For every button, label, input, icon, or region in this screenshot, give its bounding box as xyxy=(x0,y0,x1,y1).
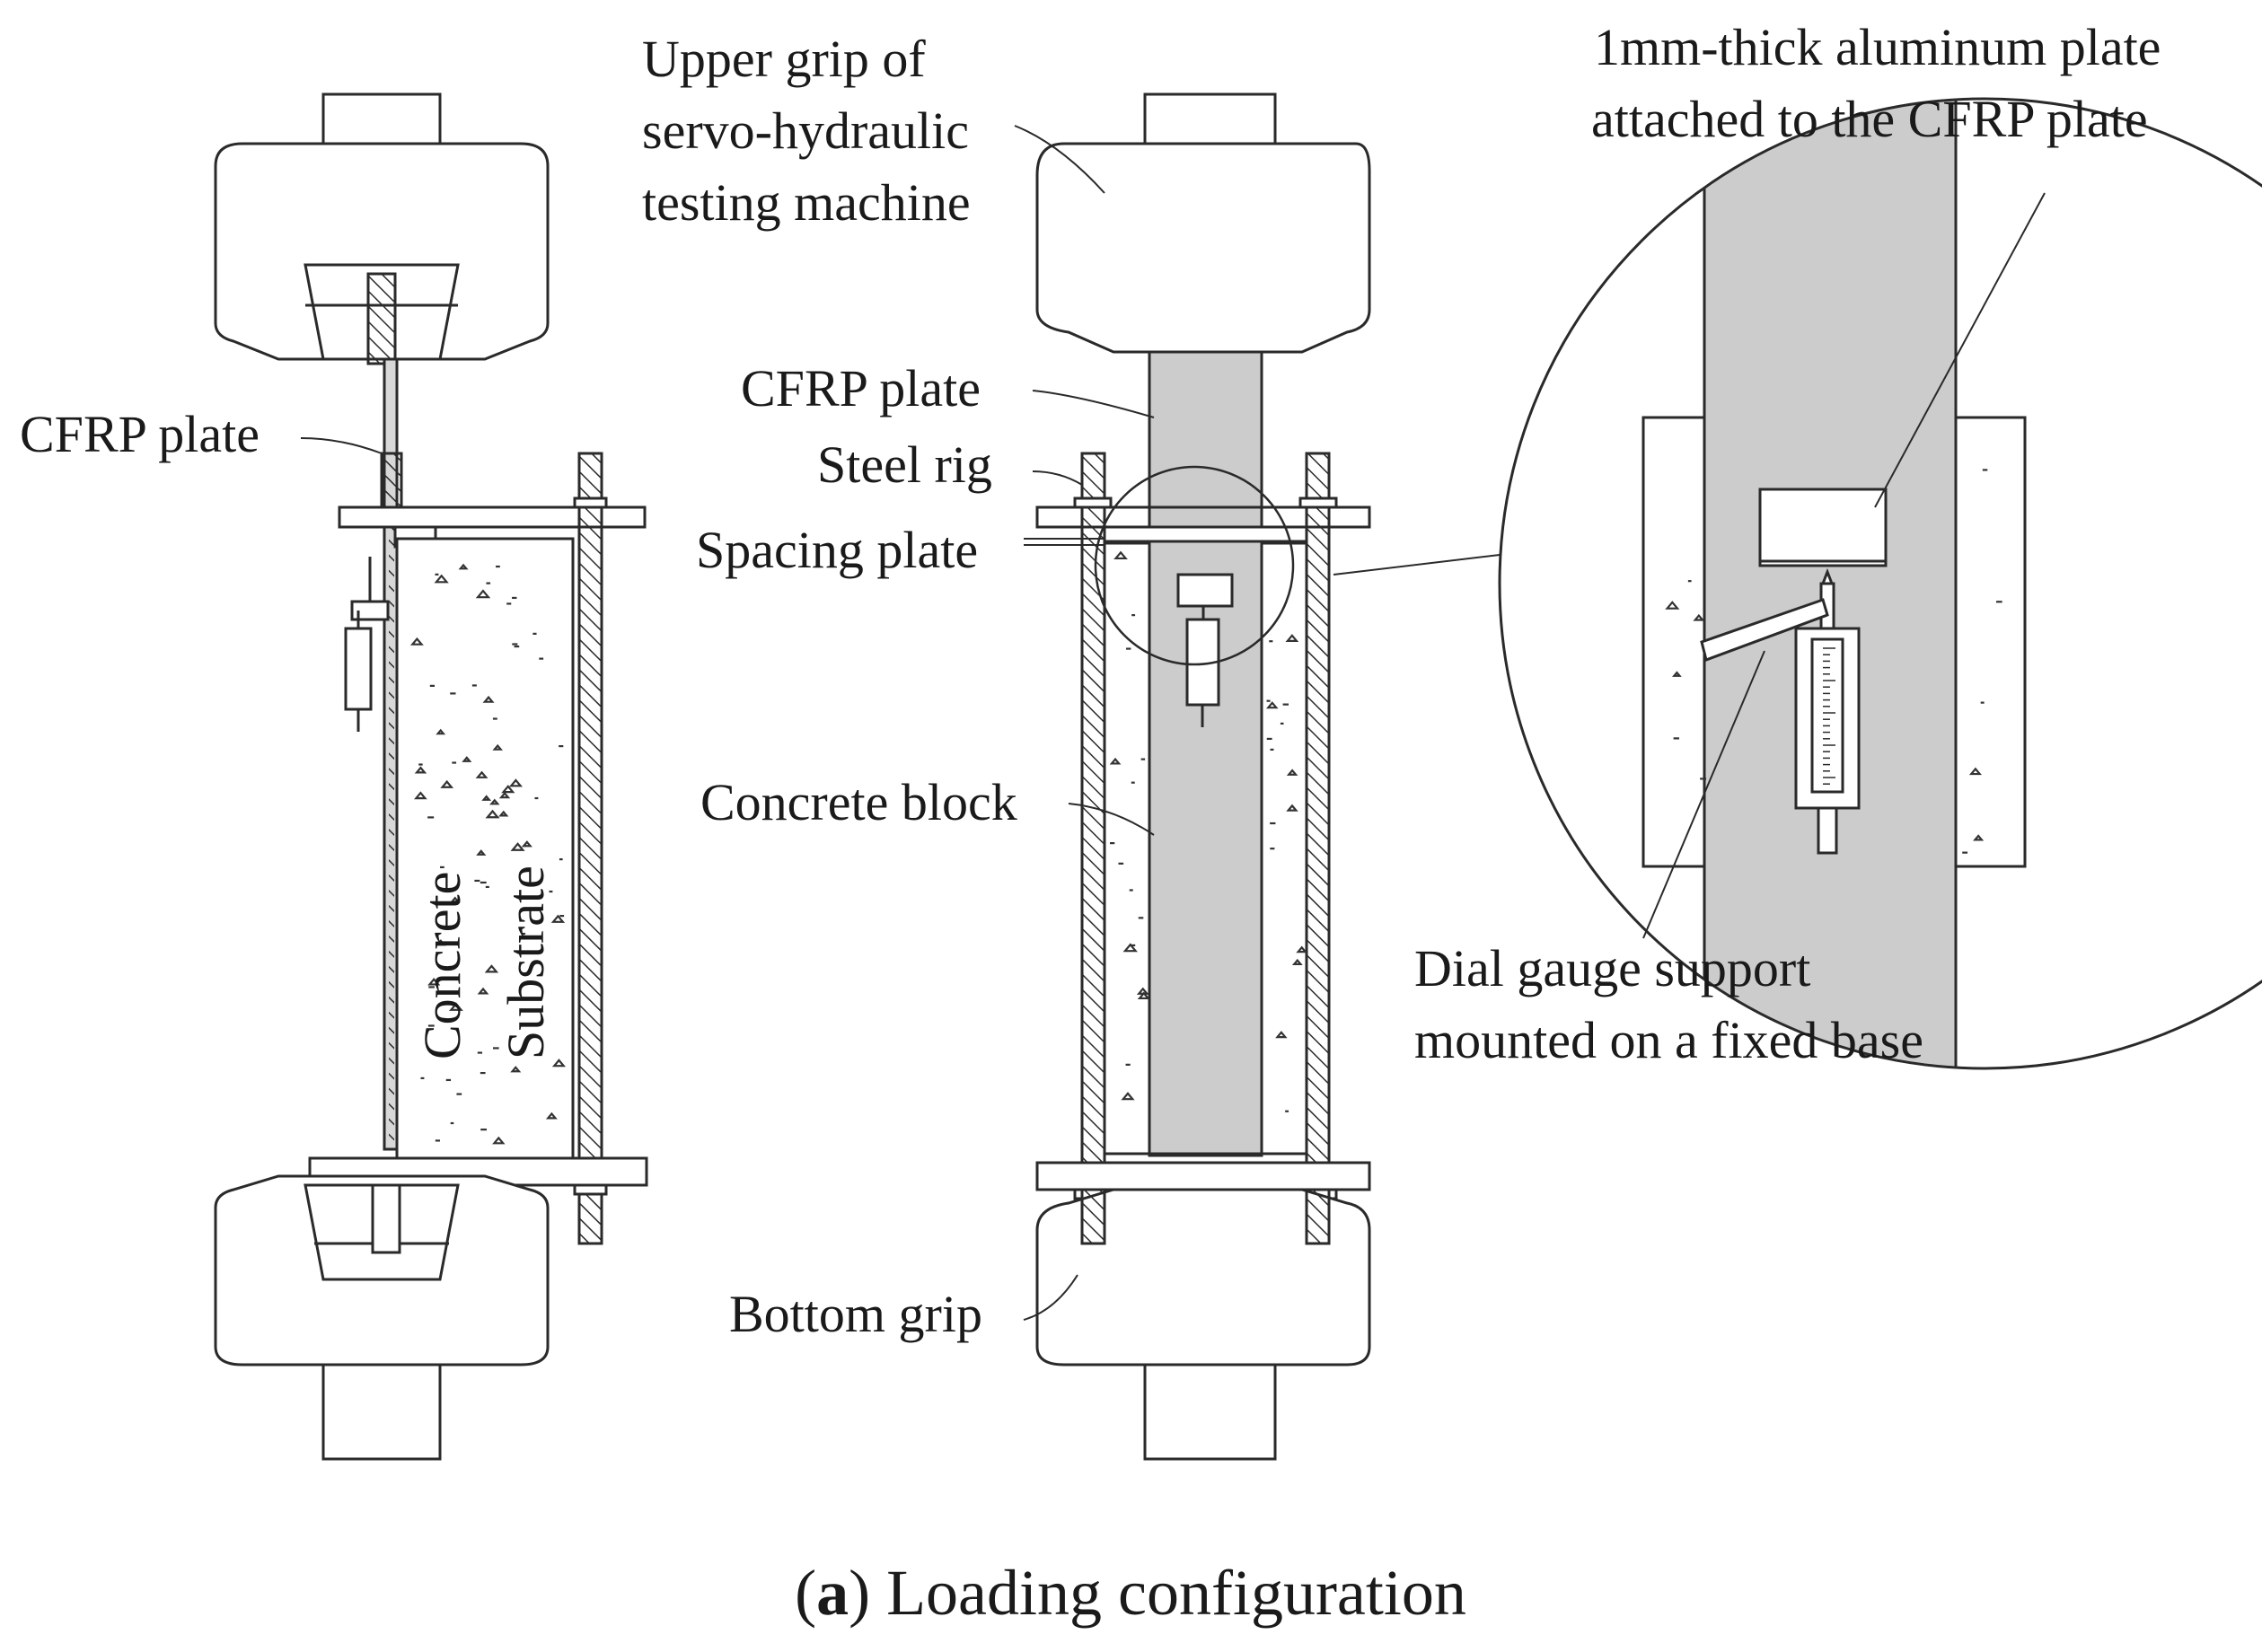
concrete-speckle-41 xyxy=(510,842,525,851)
concrete-speckle-19 xyxy=(551,1059,567,1068)
middle-bottom-grip xyxy=(1035,1188,1371,1461)
concrete-speckle-39 xyxy=(475,770,488,778)
concrete-speckle-9 xyxy=(492,743,504,751)
caption-close-paren: ) xyxy=(849,1557,870,1629)
middle-bottom-steel-plate xyxy=(1035,1161,1371,1191)
concrete-speckle-20 xyxy=(1265,701,1279,709)
concrete-speckle-21 xyxy=(440,779,454,788)
concrete-speckle-13 xyxy=(1122,943,1138,953)
figure-caption: (a) Loading configuration xyxy=(795,1557,1466,1629)
concrete-speckle-25 xyxy=(1296,945,1308,953)
middle-right-threaded-rod xyxy=(1305,452,1331,1245)
middle-concrete-speckles xyxy=(1109,550,1308,1112)
detail-concrete-speckles xyxy=(1665,469,2002,854)
left-dial-gauge xyxy=(344,557,390,732)
label-cfrp-plate-middle: CFRP plate xyxy=(741,359,981,417)
left-upper-grip xyxy=(214,92,550,365)
concrete-speckle-2 xyxy=(498,791,511,799)
concrete-speckle-26 xyxy=(409,637,424,646)
caption-text: Loading configuration xyxy=(870,1557,1466,1629)
concrete-speckle-1 xyxy=(1672,671,1682,677)
left-side-view: Concrete Substrate CFRP plate xyxy=(20,92,648,1461)
left-concrete-substrate xyxy=(395,537,575,1160)
concrete-speckle-46 xyxy=(508,778,524,787)
concrete-speckle-34 xyxy=(481,795,492,801)
concrete-speckle-44 xyxy=(492,1136,506,1145)
label-cfrp-plate-left: CFRP plate xyxy=(20,405,260,463)
label-upper-grip-line3: testing machine xyxy=(642,173,971,232)
concrete-speckle-10 xyxy=(462,756,472,762)
concrete-speckle-43 xyxy=(484,964,499,973)
concrete-speckle-15 xyxy=(1137,991,1150,1000)
middle-cfrp-plate xyxy=(1148,350,1263,1157)
substrate-label-substrate: Substrate xyxy=(497,866,555,1059)
concrete-speckle-29 xyxy=(1291,958,1303,966)
detail-circle-outline xyxy=(1498,97,2262,1070)
concrete-speckle-47 xyxy=(485,809,500,819)
concrete-speckle-17 xyxy=(1286,769,1298,776)
label-spacing-plate: Spacing plate xyxy=(696,521,978,579)
concrete-speckle-5 xyxy=(434,574,449,584)
concrete-speckle-56 xyxy=(482,695,495,703)
detail-support-arm xyxy=(1700,598,1829,662)
concrete-speckle-24 xyxy=(1275,1031,1288,1039)
concrete-speckle-35 xyxy=(477,987,489,995)
left-threaded-rod xyxy=(577,452,603,1245)
concrete-speckle-27 xyxy=(1286,804,1298,812)
caption-open-paren: ( xyxy=(795,1557,816,1629)
label-upper-grip-line2: servo-hydraulic xyxy=(642,101,969,160)
concrete-speckle-63 xyxy=(545,1112,558,1120)
concrete-speckle-68 xyxy=(450,896,461,903)
right-detail-view: 1mm-thick aluminum plate attached to the… xyxy=(1333,18,2262,1070)
concrete-speckle-5 xyxy=(1693,613,1705,621)
label-dial-line1: Dial gauge support xyxy=(1414,939,1810,997)
label-upper-grip-line1: Upper grip of xyxy=(642,30,926,88)
concrete-speckle-27 xyxy=(510,1066,522,1073)
concrete-speckle-10 xyxy=(1973,834,1985,841)
concrete-speckle-40 xyxy=(489,798,500,805)
middle-front-view: Upper grip of servo-hydraulic testing ma… xyxy=(642,30,1371,1461)
label-dial-line2: mounted on a fixed base xyxy=(1414,1011,1923,1069)
concrete-speckle-65 xyxy=(427,977,441,986)
detail-concrete-right xyxy=(1951,416,2027,868)
concrete-speckle-6 xyxy=(1968,767,1982,776)
concrete-speckle-12 xyxy=(501,785,515,794)
concrete-speckle-62 xyxy=(521,840,532,848)
middle-concrete-block-left xyxy=(1103,541,1151,1156)
dial-gauge-scale xyxy=(1823,647,1835,785)
concrete-speckle-57 xyxy=(458,563,469,570)
left-top-steel-plate xyxy=(338,505,647,529)
middle-upper-grip xyxy=(1035,92,1371,354)
middle-detail-circle xyxy=(1094,465,1295,666)
concrete-speckle-48 xyxy=(414,766,427,774)
label-steel-rig: Steel rig xyxy=(817,435,992,494)
concrete-speckle-1 xyxy=(476,849,487,856)
left-bottom-grip xyxy=(214,1174,550,1461)
label-bottom-grip: Bottom grip xyxy=(729,1285,982,1343)
substrate-label-concrete: Concrete xyxy=(413,872,471,1059)
concrete-speckle-45 xyxy=(475,589,491,599)
detail-aluminum-plate xyxy=(1758,488,1888,567)
concrete-speckle-18 xyxy=(1285,634,1299,643)
concrete-speckle-14 xyxy=(413,791,427,800)
detail-cfrp-plate xyxy=(1703,99,1958,1068)
concrete-speckle-52 xyxy=(435,939,446,946)
concrete-speckle-4 xyxy=(1665,601,1680,610)
middle-concrete-block-right xyxy=(1260,541,1308,1156)
label-aluminum-line1: 1mm-thick aluminum plate xyxy=(1594,18,2161,76)
concrete-speckle-3 xyxy=(1121,1092,1135,1101)
concrete-speckle-23 xyxy=(498,810,509,817)
concrete-speckle-67 xyxy=(550,914,566,923)
left-concrete-speckles xyxy=(409,563,567,1145)
concrete-speckle-18 xyxy=(448,1002,463,1011)
label-concrete-block: Concrete block xyxy=(700,773,1017,831)
middle-left-threaded-rod xyxy=(1080,452,1106,1245)
detail-dial-gauge xyxy=(1700,567,1861,855)
label-aluminum-line2: attached to the CFRP plate xyxy=(1591,90,2148,148)
caption-letter: a xyxy=(816,1557,849,1629)
concrete-speckle-6 xyxy=(1109,757,1122,765)
concrete-speckle-38 xyxy=(436,728,446,735)
concrete-speckle-14 xyxy=(1113,550,1128,560)
